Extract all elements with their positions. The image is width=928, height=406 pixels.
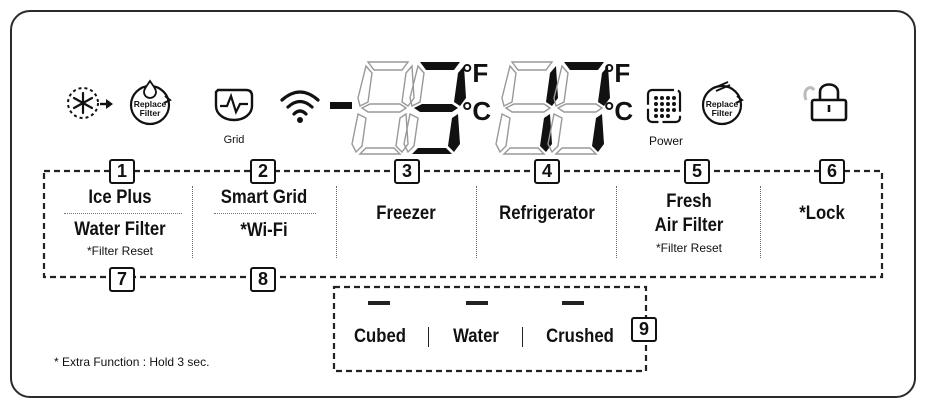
water-button[interactable]: Water <box>453 326 499 347</box>
button-number-8: 8 <box>250 267 276 292</box>
separator <box>760 186 761 258</box>
control-panel-outline <box>10 10 916 398</box>
fridge-unit-f: °F <box>604 58 631 88</box>
button-number-4: 4 <box>534 159 560 184</box>
fridge-unit-c: °C <box>604 96 634 126</box>
ice-plus-button[interactable]: Ice Plus <box>88 187 152 208</box>
water-filter-reset-note: *Filter Reset <box>86 244 154 258</box>
button-number-2: 2 <box>250 159 276 184</box>
extra-function-note: * Extra Function : Hold 3 sec. <box>54 355 210 369</box>
button-number-1: 1 <box>109 159 135 184</box>
label-divider <box>214 213 316 214</box>
label-divider <box>64 213 182 214</box>
wifi-button[interactable]: *Wi-Fi <box>240 220 288 241</box>
ice-plus-icon <box>67 87 113 119</box>
divider <box>522 327 523 347</box>
power-label: Power <box>648 134 683 148</box>
refrigerator-button[interactable]: Refrigerator <box>499 203 595 224</box>
freezer-unit-c: °C <box>462 96 492 126</box>
grid-label: Grid <box>223 134 245 146</box>
separator <box>616 186 617 258</box>
fresh-air-filter-button-line2[interactable]: Air Filter <box>654 215 724 236</box>
cubed-indicator <box>368 301 390 305</box>
svg-text:Replace: Replace <box>134 99 167 109</box>
smart-grid-icon <box>214 88 254 122</box>
smart-grid-button[interactable]: Smart Grid <box>220 187 308 208</box>
fresh-air-filter-button-line1[interactable]: Fresh <box>666 191 712 212</box>
separator <box>476 186 477 258</box>
button-number-5: 5 <box>684 159 710 184</box>
button-number-6: 6 <box>819 159 845 184</box>
button-number-7: 7 <box>109 267 135 292</box>
fresh-air-power-icon <box>646 88 682 124</box>
replace-air-filter-icon: Replace Filter <box>701 81 744 126</box>
button-number-3: 3 <box>394 159 420 184</box>
temperature-display <box>330 61 610 155</box>
wifi-icon <box>280 90 320 123</box>
water-indicator <box>466 301 488 305</box>
lock-button[interactable]: *Lock <box>799 203 845 224</box>
crushed-indicator <box>562 301 584 305</box>
svg-text:Filter: Filter <box>712 108 733 118</box>
freezer-unit-f: °F <box>462 58 489 88</box>
separator <box>336 186 337 258</box>
fresh-air-filter-reset-note: *Filter Reset <box>655 241 723 255</box>
svg-text:Replace: Replace <box>706 99 739 109</box>
crushed-button[interactable]: Crushed <box>546 326 614 347</box>
button-number-9: 9 <box>631 317 657 342</box>
lock-icon <box>803 83 848 122</box>
replace-filter-icon: Replace Filter <box>129 79 172 126</box>
freezer-button[interactable]: Freezer <box>376 203 436 224</box>
cubed-button[interactable]: Cubed <box>353 326 407 347</box>
water-filter-button[interactable]: Water Filter <box>74 219 166 240</box>
separator <box>192 186 193 258</box>
divider <box>428 327 429 347</box>
svg-text:Filter: Filter <box>140 108 161 118</box>
